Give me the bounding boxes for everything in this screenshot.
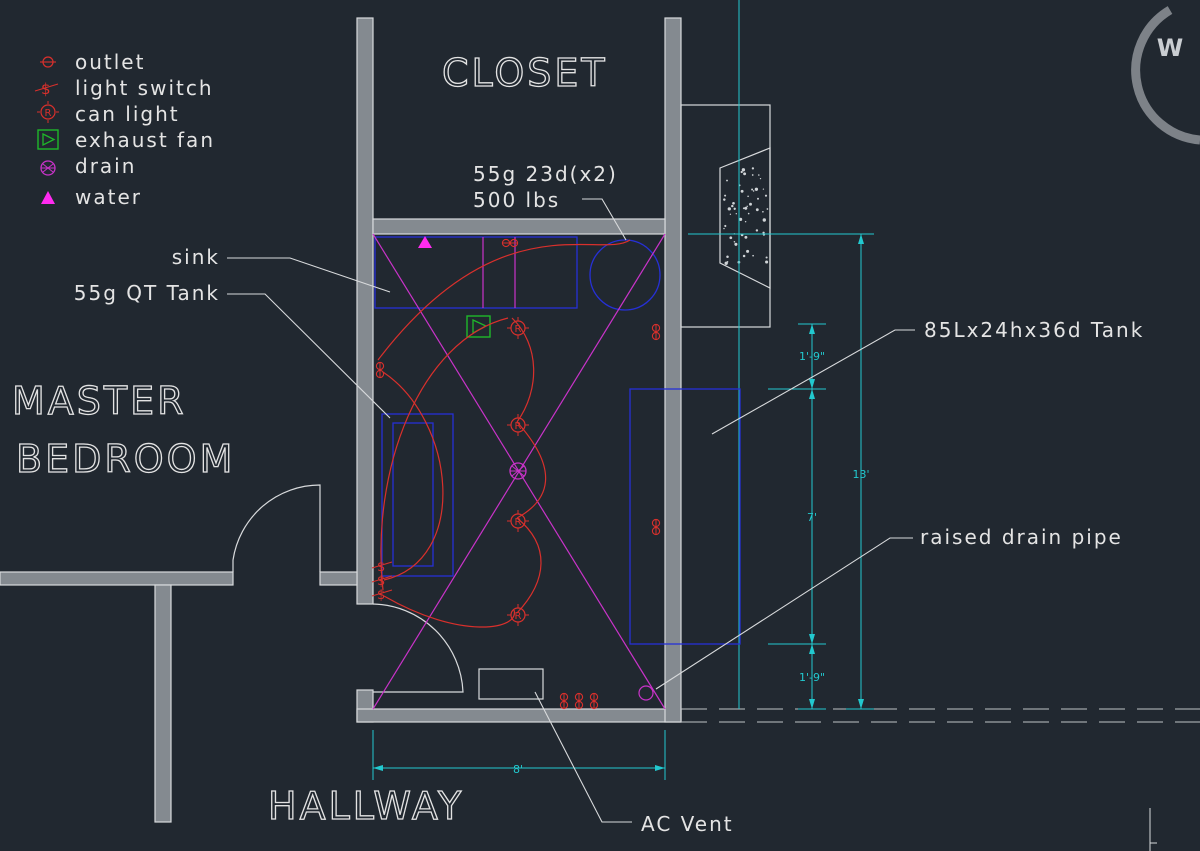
svg-text:$: $ bbox=[377, 560, 385, 575]
ucs-marker bbox=[1149, 808, 1157, 851]
view-cube-label: W bbox=[1157, 34, 1183, 62]
left-wall bbox=[356, 17, 374, 605]
annotations: 55g 23d(x2) 500 lbs sink 55g QT Tank 85L… bbox=[74, 162, 1144, 836]
legend-light-switch: light switch bbox=[75, 76, 214, 100]
legend-outlet: outlet bbox=[75, 50, 145, 74]
outlet bbox=[589, 692, 599, 710]
top-wall bbox=[372, 218, 666, 235]
walls bbox=[0, 17, 682, 823]
legend-exhaust-fan: exhaust fan bbox=[75, 128, 215, 152]
svg-text:R: R bbox=[515, 324, 522, 335]
hall-wall bbox=[154, 584, 172, 823]
outlet bbox=[375, 361, 385, 379]
concrete-texture bbox=[723, 167, 769, 265]
raised-drain-label: raised drain pipe bbox=[920, 525, 1123, 549]
dashed-lines bbox=[681, 708, 1200, 723]
concrete-block bbox=[719, 147, 771, 289]
main-tank bbox=[629, 388, 741, 645]
room-master-line1: MASTER bbox=[12, 379, 187, 423]
raised-drain-pipe bbox=[638, 685, 654, 701]
master-wall-right bbox=[319, 571, 358, 586]
room-master-line2: BEDROOM bbox=[16, 437, 235, 481]
can-light-icon: R bbox=[37, 101, 59, 123]
can-lights: R R R R bbox=[507, 317, 529, 626]
svg-text:R: R bbox=[515, 517, 522, 528]
right-structures bbox=[680, 104, 771, 328]
heater-label-line2: 500 lbs bbox=[473, 188, 560, 212]
legend-drain: drain bbox=[75, 154, 136, 178]
dimension-texts: 1'-9" 7' 1'-9" 13' 8' bbox=[513, 350, 870, 776]
svg-text:$: $ bbox=[41, 80, 51, 98]
light-switch: $ bbox=[371, 588, 393, 603]
dim-tank-length: 7' bbox=[807, 511, 817, 524]
dim-bottom-gap: 1'-9" bbox=[799, 671, 825, 684]
drain-icon bbox=[40, 160, 56, 176]
can-light: R bbox=[507, 510, 529, 532]
outlet bbox=[559, 692, 569, 710]
svg-text:$: $ bbox=[377, 588, 385, 603]
dim-width: 8' bbox=[513, 763, 523, 776]
sink-counter bbox=[374, 236, 578, 309]
doors bbox=[232, 484, 464, 693]
dimension-arrows bbox=[373, 234, 864, 771]
heater-label-line1: 55g 23d(x2) bbox=[473, 162, 618, 186]
room-hallway: HALLWAY bbox=[268, 784, 464, 828]
outlet-icon bbox=[40, 56, 56, 68]
legend-water: water bbox=[75, 185, 142, 209]
svg-text:R: R bbox=[515, 421, 522, 432]
water-supply-icon bbox=[418, 236, 432, 248]
floor-drain bbox=[509, 462, 527, 480]
ac-vent bbox=[478, 668, 544, 700]
leaders bbox=[227, 198, 915, 823]
svg-text:$: $ bbox=[377, 574, 385, 589]
outlets bbox=[375, 238, 661, 710]
master-wall bbox=[0, 571, 234, 586]
ac-vent-label: AC Vent bbox=[641, 812, 734, 836]
qt-tank-label: 55g QT Tank bbox=[74, 281, 220, 305]
can-light: R bbox=[507, 317, 529, 339]
light-switches: $$$ bbox=[371, 560, 393, 603]
exhaust-fan-icon bbox=[37, 129, 59, 150]
dim-overall-height: 13' bbox=[852, 468, 869, 481]
outlet bbox=[651, 323, 661, 341]
water-icon bbox=[41, 191, 55, 204]
tank-label: 85Lx24hx36d Tank bbox=[924, 318, 1144, 342]
qt-tank-inner bbox=[392, 422, 434, 567]
right-wall bbox=[664, 17, 682, 723]
light-switch-icon: $ bbox=[34, 80, 59, 98]
electrical-wiring bbox=[377, 239, 631, 628]
room-labels: CLOSET MASTER BEDROOM HALLWAY bbox=[11, 50, 608, 828]
bathroom-door-swing bbox=[372, 603, 464, 693]
equipment bbox=[374, 236, 741, 645]
legend-can-light: can light bbox=[75, 102, 180, 126]
light-switch: $ bbox=[371, 560, 393, 575]
legend: $ R outlet light switch can light exhaus… bbox=[34, 50, 215, 209]
bottom-wall bbox=[356, 708, 682, 723]
exhaust-fan bbox=[466, 315, 491, 338]
sink-label: sink bbox=[172, 245, 220, 269]
svg-text:R: R bbox=[515, 611, 522, 622]
outlet bbox=[651, 518, 661, 536]
water-heater bbox=[589, 239, 661, 311]
view-cube[interactable]: W bbox=[1131, 6, 1200, 145]
can-light: R bbox=[507, 604, 529, 626]
outlet bbox=[574, 692, 584, 710]
can-light: R bbox=[507, 414, 529, 436]
room-closet: CLOSET bbox=[442, 51, 608, 95]
dimensions bbox=[372, 234, 874, 780]
outlet bbox=[501, 238, 519, 248]
dim-top-gap: 1'-9" bbox=[799, 350, 825, 363]
plumbing bbox=[372, 233, 666, 710]
bedroom-door-swing bbox=[232, 484, 321, 572]
light-switch: $ bbox=[371, 574, 393, 589]
chase-box bbox=[680, 104, 771, 328]
svg-text:R: R bbox=[45, 108, 52, 119]
qt-tank-outer bbox=[381, 413, 454, 577]
cyan-guides bbox=[688, 0, 874, 709]
